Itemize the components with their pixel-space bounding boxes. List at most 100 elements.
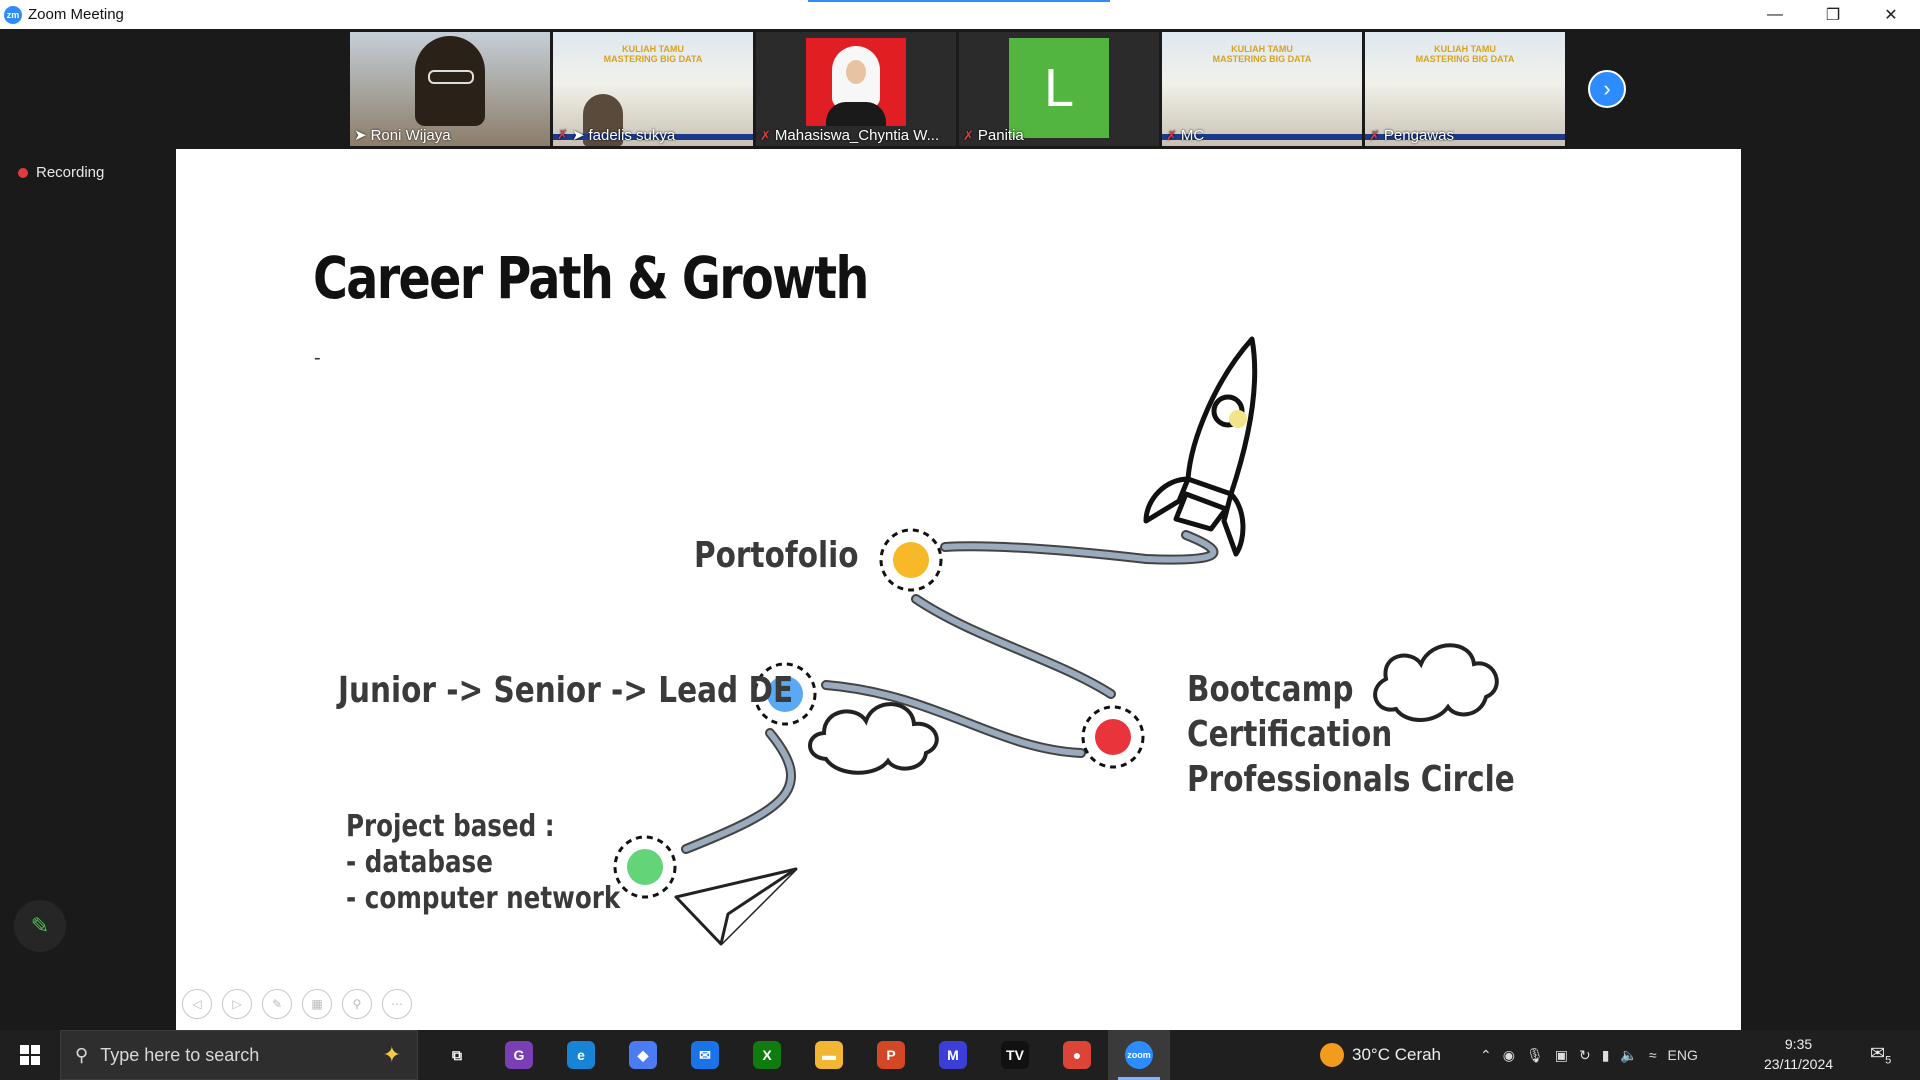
update-icon[interactable]: ↻	[1578, 1046, 1591, 1063]
pin-icon: ➤	[571, 127, 585, 144]
window-title: Zoom Meeting	[28, 6, 124, 23]
avatar: L	[1009, 38, 1109, 138]
slide-toolbar: ◁ ▷ ✎ ▦ ⚲ ⋯	[182, 989, 412, 1019]
banner-text: KULIAH TAMU MASTERING BIG DATA	[603, 44, 703, 64]
participant-strip: ➤Roni Wijaya KULIAH TAMU MASTERING BIG D…	[350, 32, 1565, 146]
next-slide-icon[interactable]: ▷	[222, 989, 252, 1019]
paper-plane-icon	[674, 867, 798, 946]
participant-tile[interactable]: L ✗Panitia	[959, 32, 1159, 146]
edge-icon-glyph: e	[567, 1041, 595, 1069]
portfolio-node	[893, 542, 929, 578]
edge-icon[interactable]: e	[550, 1030, 612, 1080]
close-button[interactable]: ✕	[1884, 6, 1898, 24]
glasses-icon	[428, 70, 474, 84]
portfolio-label: Portofolio	[694, 535, 859, 576]
file-explorer-icon[interactable]: ▬	[798, 1030, 860, 1080]
participant-tile[interactable]: ➤Roni Wijaya	[350, 32, 550, 146]
banner-text: KULIAH TAMU MASTERING BIG DATA	[1212, 44, 1312, 64]
wifi-icon[interactable]: ≈	[1648, 1047, 1657, 1063]
clock-date: 23/11/2024	[1764, 1056, 1834, 1072]
notification-count: 5	[1885, 1054, 1892, 1067]
road-segment	[683, 730, 794, 852]
weather-widget[interactable]: 30°C Cerah	[1320, 1030, 1441, 1080]
pdf-app-icon[interactable]: G	[488, 1030, 550, 1080]
milestone-nodes	[613, 528, 1145, 899]
mail-icon[interactable]: ✉	[674, 1030, 736, 1080]
minimize-button[interactable]: —	[1767, 5, 1783, 23]
participant-name: Pengawas	[1383, 127, 1454, 144]
participant-tile[interactable]: KULIAH TAMU MASTERING BIG DATA ✗➤fadelis…	[553, 32, 753, 146]
record-icon[interactable]: ◉	[1502, 1046, 1515, 1063]
participant-name: Roni Wijaya	[370, 126, 451, 144]
project-list: Project based : - database - computer ne…	[346, 809, 620, 917]
growth-item: Certification	[1187, 714, 1393, 755]
copilot-icon[interactable]: ◆	[612, 1030, 674, 1080]
previous-slide-icon[interactable]: ◁	[182, 989, 212, 1019]
app-m-icon-glyph: M	[939, 1041, 967, 1069]
banner-text: KULIAH TAMU MASTERING BIG DATA	[1415, 44, 1515, 64]
rocket-icon	[1143, 336, 1258, 557]
participant-tile[interactable]: KULIAH TAMU MASTERING BIG DATA ✗MC	[1162, 32, 1362, 146]
taskbar-search[interactable]: ⚲ Type here to search ✦	[60, 1030, 418, 1080]
zoom-taskbar-icon[interactable]: zoom	[1108, 1030, 1170, 1080]
taskbar-clock[interactable]: 9:35 23/11/2024	[1764, 1034, 1833, 1074]
slides-grid-icon[interactable]: ▦	[302, 989, 332, 1019]
participant-name: fadelis sukya	[588, 126, 676, 144]
task-view-icon-glyph: ⧉	[443, 1041, 471, 1069]
road-segment	[823, 682, 1084, 756]
chrome-icon[interactable]: ●	[1046, 1030, 1108, 1080]
language-indicator[interactable]: ENG	[1667, 1047, 1698, 1063]
participant-tile[interactable]: ✗Mahasiswa_Chyntia W...	[756, 32, 956, 146]
cloud-icon	[808, 702, 939, 775]
app-m-icon[interactable]: M	[922, 1030, 984, 1080]
mic-muted-icon: ✗	[1166, 127, 1177, 143]
sparkle-icon: ✦	[382, 1042, 401, 1067]
chrome-icon-glyph: ●	[1063, 1041, 1091, 1069]
zoom-taskbar-icon-glyph: zoom	[1125, 1041, 1153, 1069]
battery-icon[interactable]: ▮	[1601, 1046, 1610, 1063]
participant-name: MC	[1180, 127, 1205, 144]
restore-button[interactable]: ❐	[1825, 6, 1841, 24]
task-view-icon[interactable]: ⧉	[426, 1030, 488, 1080]
project-heading: Project based :	[346, 809, 555, 844]
start-button[interactable]	[0, 1030, 60, 1080]
system-tray: ⌃ ◉ 🎙 ▣ ↻ ▮ 🔈 ≈ ENG	[1480, 1030, 1698, 1080]
road-segment	[681, 728, 796, 854]
participant-name: Mahasiswa_Chyntia W...	[774, 127, 940, 144]
cloud-icon	[1373, 643, 1499, 722]
clock-time: 9:35	[1784, 1036, 1813, 1052]
participant-tile[interactable]: KULIAH TAMU MASTERING BIG DATA ✗Pengawas	[1365, 32, 1565, 146]
pdf-app-icon-glyph: G	[505, 1041, 533, 1069]
annotate-pencil-icon[interactable]: ✎	[14, 900, 66, 952]
mic-muted-icon: ✗	[760, 127, 771, 143]
tradingview-icon[interactable]: TV	[984, 1030, 1046, 1080]
chevron-up-icon[interactable]: ⌃	[1480, 1046, 1492, 1063]
mail-icon-glyph: ✉	[691, 1041, 719, 1069]
pen-icon[interactable]: ✎	[262, 989, 292, 1019]
bootcamp-node	[1095, 719, 1131, 755]
road-segment	[942, 532, 1217, 563]
next-page-arrow-icon[interactable]: ›	[1588, 70, 1626, 108]
windows-logo-icon	[20, 1045, 40, 1065]
recording-indicator[interactable]: Recording	[18, 164, 104, 181]
speaker-figure	[415, 36, 485, 126]
xbox-icon-glyph: X	[753, 1041, 781, 1069]
volume-icon[interactable]: 🔈	[1620, 1046, 1638, 1063]
slide-title: Career Path & Growth	[313, 244, 869, 312]
powerpoint-icon[interactable]: P	[860, 1030, 922, 1080]
notification-icon[interactable]: ✉5	[1870, 1043, 1892, 1067]
microphone-icon[interactable]: 🎙	[1525, 1046, 1544, 1063]
xbox-icon[interactable]: X	[736, 1030, 798, 1080]
career-ladder-label: Junior -> Senior -> Lead DE	[338, 670, 794, 711]
search-placeholder: Type here to search	[100, 1044, 260, 1065]
weather-sun-icon	[1320, 1043, 1344, 1067]
more-options-icon[interactable]: ⋯	[382, 989, 412, 1019]
tradingview-icon-glyph: TV	[1001, 1041, 1029, 1069]
zoom-slide-icon[interactable]: ⚲	[342, 989, 372, 1019]
camera-icon[interactable]: ▣	[1554, 1046, 1568, 1063]
project-node	[627, 849, 663, 885]
file-explorer-icon-glyph: ▬	[815, 1041, 843, 1069]
slide-dash: -	[314, 347, 321, 369]
title-bar: zm Zoom Meeting — ❐ ✕	[0, 0, 1920, 29]
